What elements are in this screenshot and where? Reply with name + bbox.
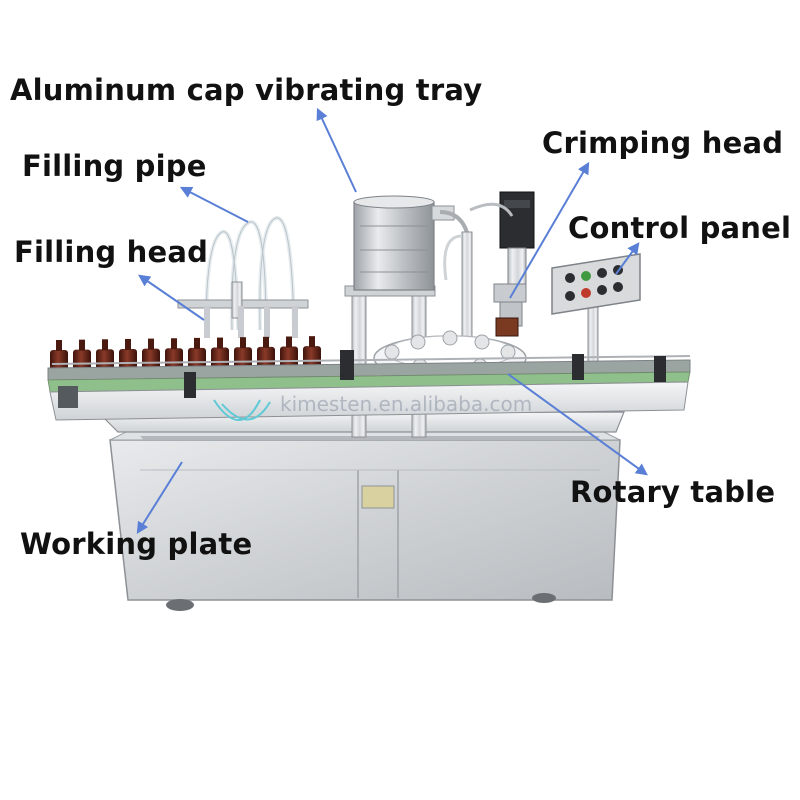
filling-pipes <box>204 215 296 331</box>
label-rotary-table: Rotary table <box>570 475 776 509</box>
cap-vibrating-tray <box>353 195 470 300</box>
watermark-text: kimesten.en.alibaba.com <box>280 392 533 416</box>
label-filling-head: Filling head <box>14 235 209 269</box>
label-control-panel: Control panel <box>568 211 792 245</box>
machine-cabinet <box>109 429 621 611</box>
filling-head <box>177 281 309 338</box>
label-working-plate: Working plate <box>20 527 253 561</box>
label-cap-vibrating-tray: Aluminum cap vibrating tray <box>10 73 483 107</box>
label-filling-pipe: Filling pipe <box>22 149 207 183</box>
label-crimping-head: Crimping head <box>542 126 784 160</box>
